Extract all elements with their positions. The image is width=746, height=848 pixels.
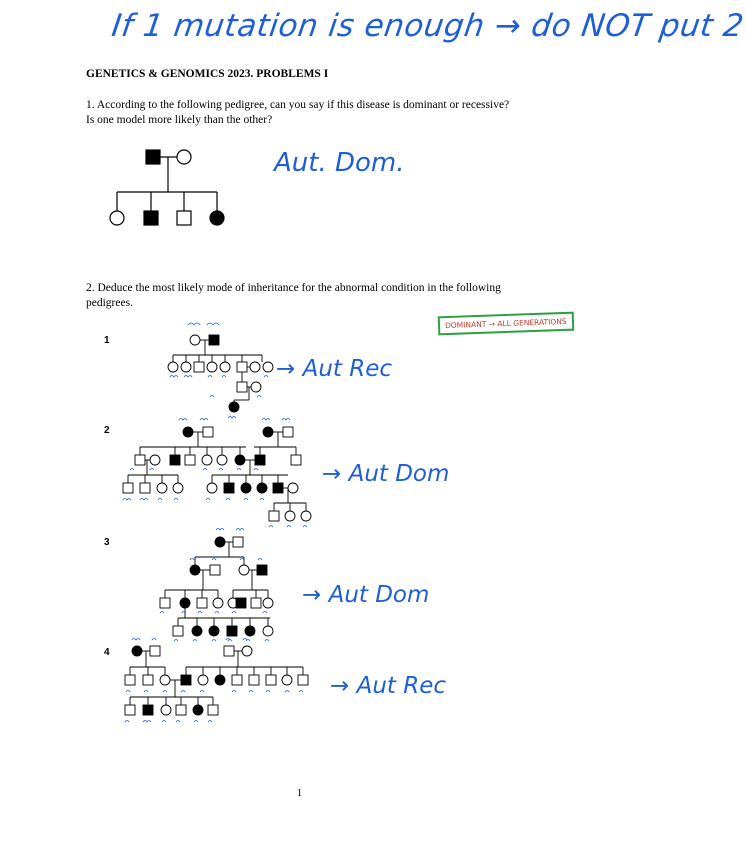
genotype-scribbles xyxy=(122,322,308,723)
pedigree-2-answer: → Aut Dom xyxy=(322,461,450,487)
question-1-text: 1. According to the following pedigree, … xyxy=(86,99,510,126)
pedigree-3-number: 3 xyxy=(104,537,110,548)
pedigree-1-answer: → Aut Rec xyxy=(276,356,392,382)
pedigree-4-answer: → Aut Rec xyxy=(330,673,446,699)
pedigree-1-number: 1 xyxy=(104,335,110,346)
pedigree-q1-child-4 xyxy=(209,210,225,226)
question-1-answer: Aut. Dom. xyxy=(274,148,405,178)
pedigree-2-drawing xyxy=(122,426,312,522)
pedigree-q1-mother xyxy=(176,149,192,165)
pedigree-q1 xyxy=(109,149,225,226)
pedigree-3-answer: → Aut Dom xyxy=(302,582,430,608)
pedigrees-q2 xyxy=(122,322,312,723)
question-2-text: 2. Deduce the most likely mode of inheri… xyxy=(86,282,501,309)
pedigree-4-number: 4 xyxy=(104,647,110,658)
pedigree-q1-child-1 xyxy=(109,210,125,226)
pedigree-3-drawing xyxy=(159,536,274,637)
pedigree-1-drawing xyxy=(167,334,274,413)
pedigree-2-number: 2 xyxy=(104,425,110,436)
page-number: 1 xyxy=(296,787,303,799)
pedigree-4-drawing xyxy=(124,645,309,716)
pedigree-q1-child-3 xyxy=(176,210,192,226)
document-heading: GENETICS & GENOMICS 2023. PROBLEMS I xyxy=(86,68,329,80)
pedigree-q1-child-2 xyxy=(143,210,159,226)
